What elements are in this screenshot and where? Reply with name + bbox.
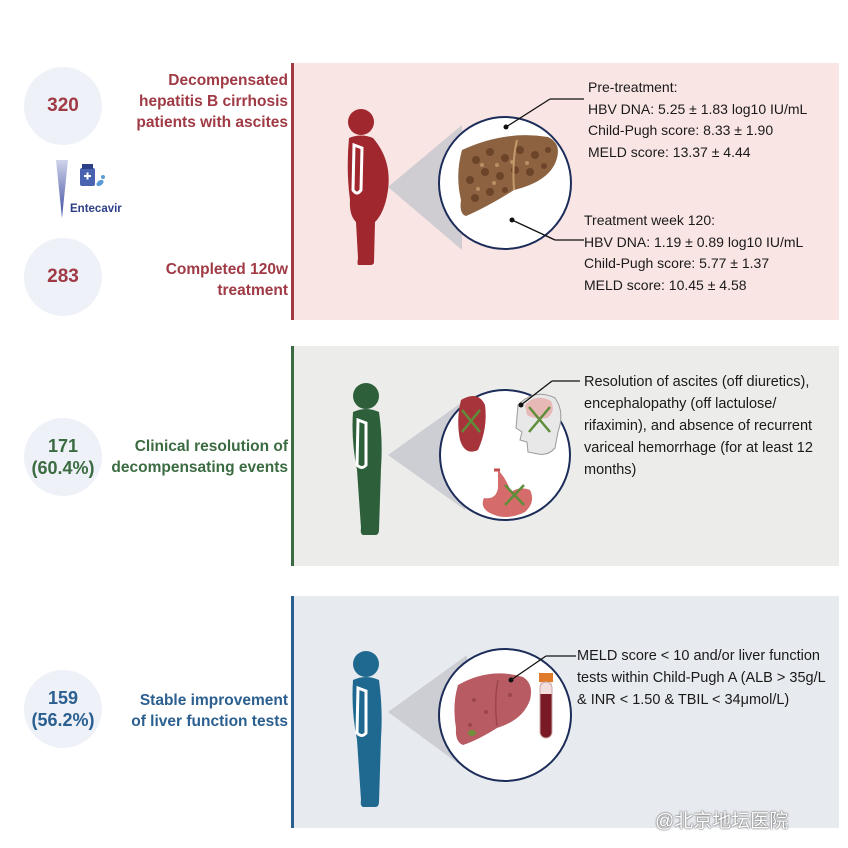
count-clinical-circle: 171 (60.4%)	[24, 418, 102, 496]
liver-function-note: MELD score < 10 and/or liver function te…	[577, 648, 826, 708]
count-completed-circle: 283	[24, 238, 102, 316]
label-clinical: Clinical resolution of decompensating ev…	[111, 438, 288, 476]
percent-liver: (56.2%)	[31, 710, 95, 730]
count-enrolled: 320	[47, 95, 79, 117]
drug-label: Entecavir	[70, 203, 122, 215]
percent-clinical: (60.4%)	[31, 458, 95, 478]
count-completed: 283	[47, 266, 79, 288]
week120-note: Treatment week 120: HBV DNA: 1.19 ± 0.89…	[584, 212, 804, 293]
panel-clinical-border	[291, 346, 294, 566]
count-clinical: 171	[47, 435, 79, 456]
label-liver: Stable improvement of liver function tes…	[131, 692, 288, 730]
pre-treatment-note: Pre-treatment: HBV DNA: 5.25 ± 1.83 log1…	[588, 79, 808, 160]
label-completed: Completed 120w treatment	[165, 261, 288, 299]
panel-liver-function	[292, 596, 839, 828]
clinical-note: Resolution of ascites (off diuretics), e…	[584, 374, 813, 478]
panel-liver-function-border	[291, 596, 294, 828]
label-enrolled: Decompensated hepatitis B cirrhosis pati…	[136, 72, 288, 131]
count-liver: 159	[47, 687, 79, 708]
medicine-bottle-icon	[80, 164, 105, 187]
count-liver-circle: 159 (56.2%)	[24, 670, 102, 748]
panel-baseline-border	[291, 63, 294, 320]
watermark: @北京地坛医院	[655, 811, 789, 832]
count-enrolled-circle: 320	[24, 67, 102, 145]
arrow-down-icon	[56, 160, 68, 218]
